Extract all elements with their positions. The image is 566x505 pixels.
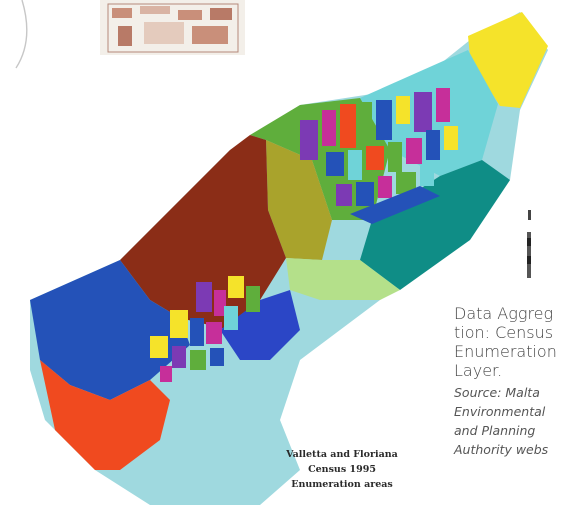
region-teal-east: [360, 160, 510, 290]
caption-title: Data Aggreg tion: Census Enumeration Lay…: [454, 304, 566, 380]
map-inset-fragment: [15, 0, 245, 69]
map-caption: Data Aggreg tion: Census Enumeration Lay…: [454, 304, 566, 459]
caption-source-line: Environmental: [454, 404, 546, 419]
caption-source-line: and Planning: [454, 423, 536, 438]
caption-title-line: tion: Census: [454, 323, 554, 342]
city-blocks-ne: [300, 88, 458, 224]
map-legend-line: Valletta and Floriana: [286, 449, 398, 460]
caption-source: Source: Malta Environmental and Planning…: [454, 383, 566, 459]
region-brown: [120, 135, 286, 330]
caption-title-line: Data Aggreg: [454, 304, 554, 323]
caption-title-line: Enumeration: [454, 342, 557, 361]
map-regions: [30, 12, 548, 505]
map-legend-line: Enumeration areas: [291, 479, 393, 490]
north-arrow-scale: [527, 210, 531, 278]
region-lightgreen: [286, 258, 400, 300]
region-yellow-tip: [468, 12, 548, 108]
caption-source-line: Source: Malta: [454, 385, 540, 400]
region-orange-sw: [40, 360, 170, 470]
region-blue-west: [30, 260, 190, 400]
caption-title-line: Layer.: [454, 361, 503, 380]
caption-source-line: Authority webs: [454, 442, 549, 457]
region-olive: [266, 140, 332, 260]
city-blocks-sw: [150, 276, 260, 382]
region-blue-mid: [220, 290, 300, 360]
map-legend-line: Census 1995: [308, 464, 376, 475]
map-legend-label: Valletta and Floriana Census 1995 Enumer…: [262, 447, 422, 492]
